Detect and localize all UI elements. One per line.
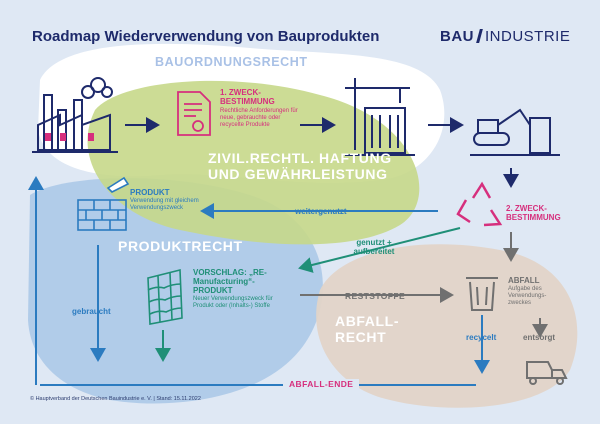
edge-label-abfall-ende: ABFALL-ENDE — [283, 379, 360, 389]
logo-bold: BAU — [440, 28, 474, 45]
vorschlag-text: Neuer Verwendungszweck für Produkt oder … — [193, 296, 273, 310]
page-title: Roadmap Wiederverwendung von Bauprodukte… — [32, 28, 380, 45]
factory-icon — [32, 77, 118, 153]
zweck1-node: 1. ZWECK-BESTIMMUNG Rechtliche Anforderu… — [220, 88, 300, 130]
vorschlag-title: VORSCHLAG: „RE-Manufacturing“-PRODUKT — [193, 268, 267, 295]
logo-regular: INDUSTRIE — [485, 28, 571, 45]
arrow-genutzt-aufbereitet — [298, 227, 461, 273]
produkt-node: PRODUKT Verwendung mit gleichem Verwendu… — [130, 188, 210, 212]
crane-building-icon — [345, 78, 415, 156]
zivilrecht-region — [87, 80, 420, 245]
vorschlag-node: VORSCHLAG: „RE-Manufacturing“-PRODUKT Ne… — [193, 268, 293, 310]
region-label-produktrecht: PRODUKTRECHT — [118, 238, 243, 254]
edge-label-recycelt: recycelt — [466, 333, 497, 342]
edge-label-weitergenutzt: weitergenutzt — [295, 207, 347, 216]
excavator-icon — [470, 108, 560, 156]
recycle-icon — [456, 181, 503, 227]
zweck1-title: 1. ZWECK-BESTIMMUNG — [220, 88, 275, 106]
edge-label-gebraucht: gebraucht — [72, 307, 111, 316]
produkt-text: Verwendung mit gleichem Verwendungszweck — [130, 198, 199, 212]
abfallrecht-region — [316, 244, 578, 408]
zweck1-text: Rechtliche Anforderungen für neue, gebra… — [220, 108, 298, 129]
edge-label-reststoffe: RESTSTOFFE — [345, 291, 406, 301]
region-label-abfallrecht: ABFALL-RECHT — [335, 313, 400, 345]
flow-arrows — [28, 117, 548, 386]
region-label-zivilrecht: ZIVIL.RECHTL. HAFTUNG UND GEWÄHRLEISTUNG — [208, 150, 392, 182]
abfall-text: Aufgabe des Verwendungs-zweckes — [508, 286, 547, 307]
roof-tiles-icon — [147, 268, 183, 325]
trash-bin-icon — [466, 277, 498, 311]
logo-divider — [476, 29, 483, 43]
garbage-truck-icon — [526, 361, 568, 385]
copyright-footer: © Hauptverband der Deutschen Bauindustri… — [30, 396, 201, 402]
region-label-bauordnungsrecht: BAUORDNUNGSRECHT — [155, 55, 308, 69]
produkt-title: PRODUKT — [130, 188, 170, 197]
edge-label-genutzt-aufbereitet: genutzt + aufbereitet — [353, 238, 395, 256]
abfall-title: ABFALL — [508, 276, 540, 285]
abfall-node: ABFALL Aufgabe des Verwendungs-zweckes — [508, 276, 568, 308]
brick-wall-icon — [77, 176, 130, 231]
zweck2-title: 2. ZWECK-BESTIMMUNG — [506, 204, 561, 222]
certificate-icon — [177, 91, 211, 136]
bauindustrie-logo: BAU INDUSTRIE — [440, 28, 570, 45]
edge-label-entsorgt: entsorgt — [523, 333, 555, 342]
